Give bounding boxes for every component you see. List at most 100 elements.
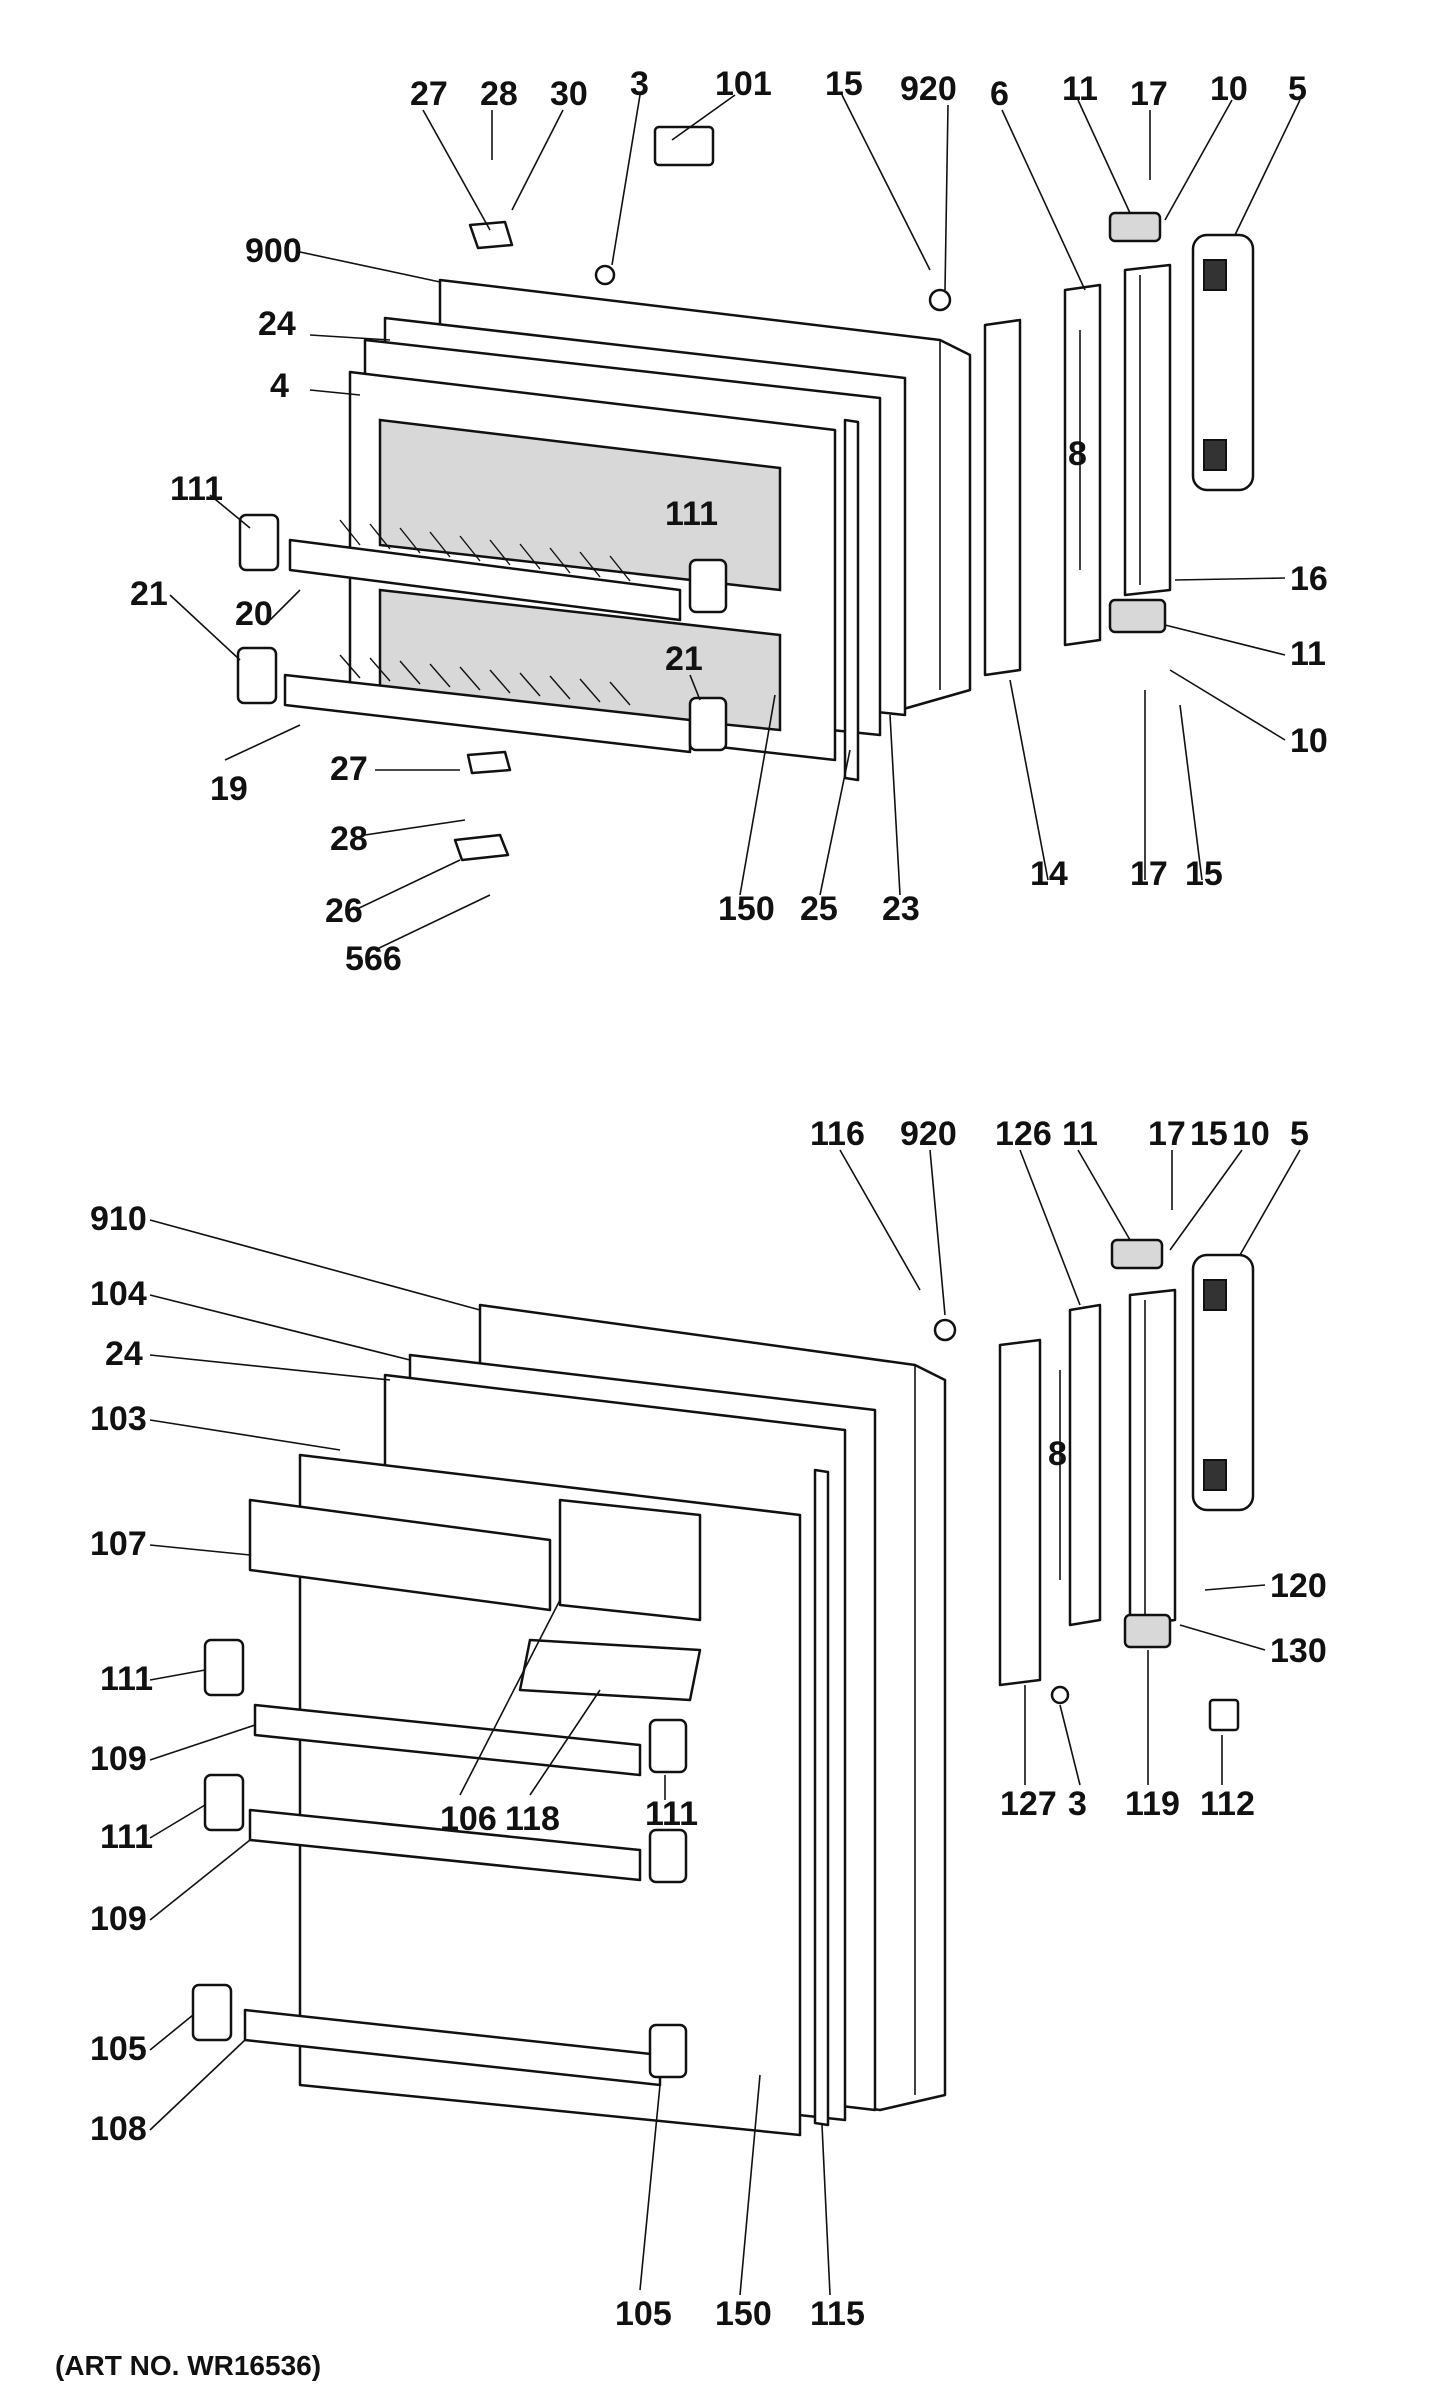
switch-actuator <box>1208 1698 1240 1732</box>
door-handle <box>1191 1253 1255 1512</box>
callout: 920 <box>900 1115 957 1153</box>
shelf-end-cap-right-3 <box>648 2023 688 2079</box>
callout: 17 <box>1148 1115 1186 1153</box>
callout: 17 <box>1130 75 1168 113</box>
shelf-bar-2 <box>248 1808 642 1882</box>
callout: 116 <box>810 1115 865 1153</box>
hinge-block-top <box>1108 211 1162 243</box>
callout: 109 <box>90 1740 147 1778</box>
callout: 5 <box>1288 70 1307 108</box>
door-end-cap <box>998 1338 1042 1687</box>
lower-hinge-plate <box>453 833 510 862</box>
callout: 111 <box>100 1818 153 1856</box>
handle-grip-bottom <box>1203 1459 1227 1491</box>
callout: 566 <box>345 940 402 978</box>
callout: 11 <box>1290 635 1326 673</box>
callout: 127 <box>1000 1785 1057 1823</box>
callout: 3 <box>1068 1785 1087 1823</box>
shelf-end-cap-left-upper <box>238 513 280 572</box>
callout: 120 <box>1270 1567 1327 1605</box>
callout: 17 <box>1130 855 1168 893</box>
door-trim-strip <box>813 1468 830 2127</box>
hinge-block-top <box>1110 1238 1164 1270</box>
callout: 910 <box>90 1200 147 1238</box>
callout: 111 <box>100 1660 153 1698</box>
callout: 24 <box>105 1335 143 1373</box>
door-stop <box>1123 1613 1172 1649</box>
callout: 6 <box>990 75 1009 113</box>
callout: 118 <box>505 1800 560 1838</box>
upper-shelf-bar <box>288 538 682 622</box>
callout: 111 <box>170 470 223 508</box>
shelf-end-cap-right-2 <box>648 1828 688 1884</box>
callout: 27 <box>330 750 368 788</box>
handle-grip-top <box>1203 259 1227 291</box>
dairy-compartment-left <box>248 1498 552 1612</box>
hinge-bracket <box>1068 1303 1102 1627</box>
callout: 27 <box>410 75 448 113</box>
leader-lines <box>149 94 1301 2296</box>
callout: 126 <box>995 1115 1052 1153</box>
callout: 26 <box>325 892 363 930</box>
shelf-end-cap-left-3 <box>191 1983 233 2042</box>
door-end-cap <box>983 318 1022 677</box>
callout: 10 <box>1210 70 1248 108</box>
callout: 8 <box>1068 435 1087 473</box>
callout: 10 <box>1290 722 1328 760</box>
cap-button <box>928 288 952 312</box>
callout: 30 <box>550 75 588 113</box>
callout: 28 <box>330 820 368 858</box>
callout: 24 <box>258 305 296 343</box>
callout: 15 <box>1185 855 1223 893</box>
callout: 105 <box>615 2295 672 2333</box>
ice-tray-rack <box>653 125 715 167</box>
callout: 19 <box>210 770 248 808</box>
door-trim-strip <box>843 418 860 782</box>
callout: 21 <box>665 640 703 678</box>
lower-shelf-bar <box>283 673 692 754</box>
upper-shelf-cavity <box>378 418 782 592</box>
callout: 119 <box>1125 1785 1180 1823</box>
handle-grip-bottom <box>1203 439 1227 471</box>
callout: 115 <box>810 2295 865 2333</box>
callout: 5 <box>1290 1115 1309 1153</box>
lower-shelf-cavity <box>378 588 782 732</box>
callout: 20 <box>235 595 273 633</box>
callouts-top: 27 28 30 3 101 15 920 6 11 17 10 5 900 2… <box>130 65 1328 978</box>
hinge-bracket <box>1063 283 1102 647</box>
callout: 900 <box>245 232 302 270</box>
shelf-end-cap-right-lower <box>688 696 728 752</box>
shelf-end-cap-right-upper <box>688 558 728 614</box>
callout: 107 <box>90 1525 147 1563</box>
callout: 11 <box>1062 70 1098 108</box>
dairy-compartment-right <box>558 1498 702 1622</box>
callout: 101 <box>715 65 772 103</box>
fresh-food-door-assembly <box>191 1238 1255 2137</box>
callout: 15 <box>1190 1115 1228 1153</box>
callout: 920 <box>900 70 957 108</box>
shelf-end-cap-right-1 <box>648 1718 688 1774</box>
callout: 103 <box>90 1400 147 1438</box>
callout: 16 <box>1290 560 1328 598</box>
plug-button <box>594 264 616 286</box>
callout: 28 <box>480 75 518 113</box>
callout: 25 <box>800 890 838 928</box>
handle-trim <box>1123 263 1172 597</box>
callout: 104 <box>90 1275 147 1313</box>
callout: 112 <box>1200 1785 1255 1823</box>
freezer-door-assembly <box>236 125 1255 862</box>
door-handle <box>1191 233 1255 492</box>
callout: 150 <box>715 2295 772 2333</box>
shelf-end-cap-left-2 <box>203 1773 245 1832</box>
callout: 14 <box>1030 855 1068 893</box>
handle-trim <box>1128 1288 1177 1627</box>
callout: 10 <box>1232 1115 1270 1153</box>
callout: 11 <box>1062 1115 1098 1153</box>
callout: 15 <box>825 65 863 103</box>
callout: 4 <box>270 367 289 405</box>
plug-button <box>933 1318 957 1342</box>
handle-grip-top <box>1203 1279 1227 1311</box>
shelf-end-cap-left-lower <box>236 646 278 705</box>
callout: 111 <box>645 1795 698 1833</box>
